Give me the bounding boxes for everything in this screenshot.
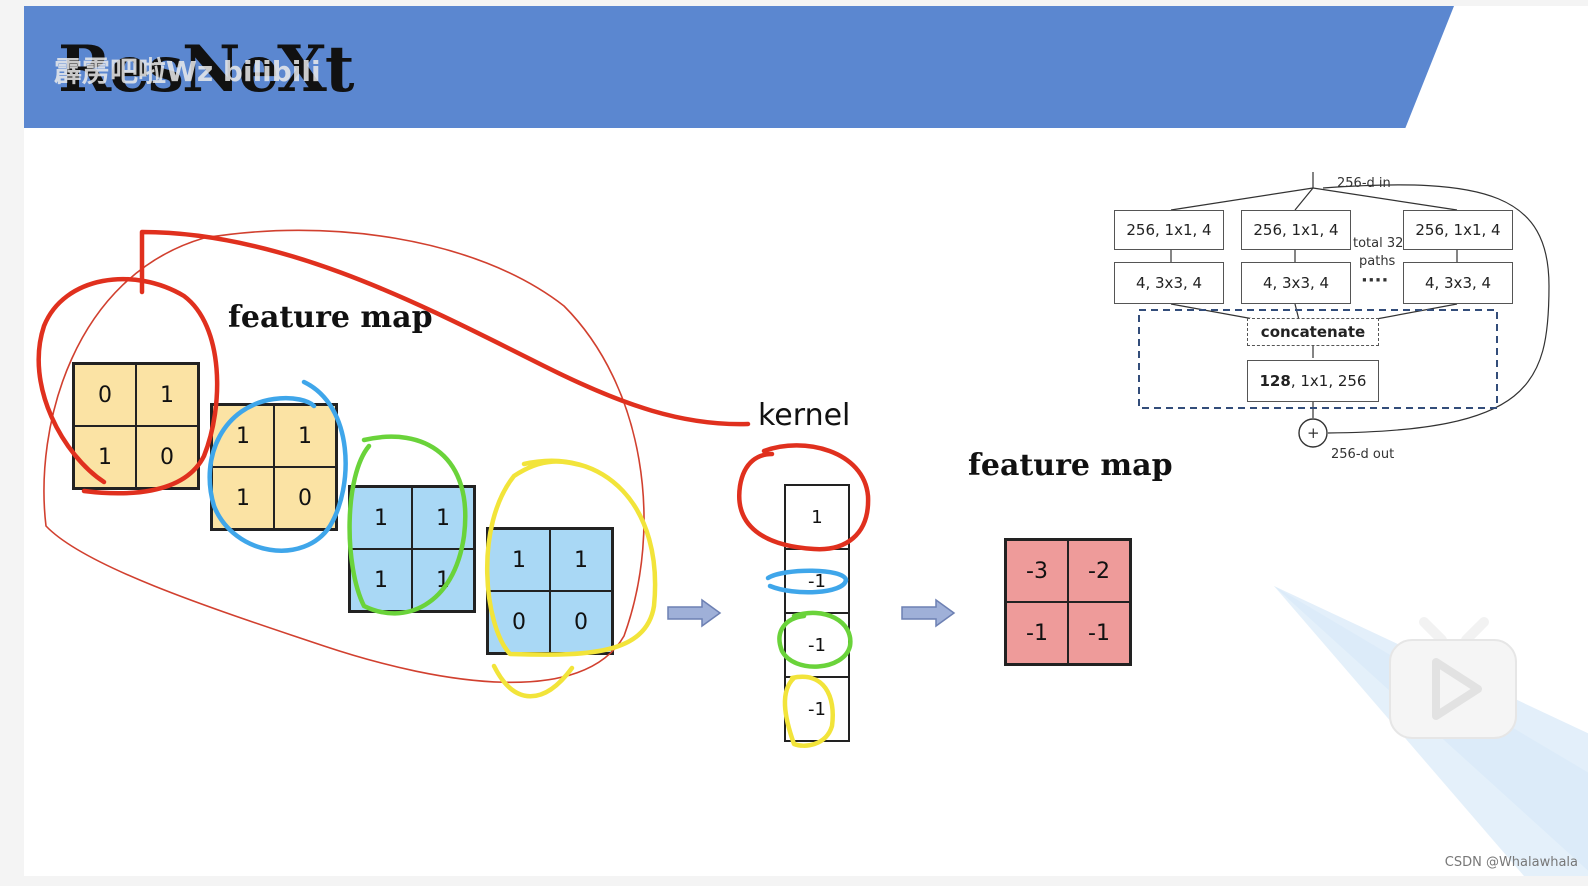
map-cell: 1 [412, 549, 474, 611]
feature-map-label-left: feature map [228, 300, 433, 335]
input-map-2: 1 1 1 0 [210, 403, 338, 531]
kernel-label: kernel [758, 398, 851, 433]
right-arrow-icon [901, 598, 956, 628]
title-banner [24, 6, 1454, 128]
concatenate-box: concatenate [1247, 318, 1379, 346]
final-conv-box: 128, 1x1, 256 [1247, 360, 1379, 402]
map-cell: -3 [1006, 540, 1068, 602]
feature-map-label-right: feature map [968, 448, 1173, 483]
map-cell: 1 [274, 405, 336, 467]
map-cell: 0 [136, 426, 198, 488]
map-cell: 1 [350, 487, 412, 549]
total-paths-label-1: total 32 [1353, 236, 1404, 251]
map-cell: 0 [550, 591, 612, 653]
path-2-conv-1x1: 256, 1x1, 4 [1241, 210, 1351, 250]
kernel-cell: 1 [786, 486, 848, 550]
path-32-conv-3x3: 4, 3x3, 4 [1403, 262, 1513, 304]
map-cell: 1 [212, 467, 274, 529]
csdn-credit: CSDN @Whalawhala [1444, 855, 1578, 870]
map-cell: 1 [136, 364, 198, 426]
yellow-tail-scribble [491, 663, 575, 699]
bilibili-logo-icon [1389, 617, 1517, 739]
slide: ResNeXt 霹雳吧啦Wz bilibili feature map kern… [24, 6, 1588, 876]
slide-title: ResNeXt [58, 32, 354, 107]
block-input-label: 256-d in [1337, 176, 1391, 191]
right-arrow-icon [667, 598, 722, 628]
map-cell: 1 [212, 405, 274, 467]
map-cell: 0 [488, 591, 550, 653]
input-map-4: 1 1 0 0 [486, 527, 614, 655]
map-cell: 1 [350, 549, 412, 611]
block-output-label: 256-d out [1331, 447, 1395, 462]
map-cell: -2 [1068, 540, 1130, 602]
kernel-cell: -1 [786, 614, 848, 678]
output-map: -3 -2 -1 -1 [1004, 538, 1132, 666]
total-paths-label-2: paths [1359, 254, 1396, 269]
map-cell: 1 [550, 529, 612, 591]
input-map-3: 1 1 1 1 [348, 485, 476, 613]
map-cell: 0 [74, 364, 136, 426]
map-cell: 0 [274, 467, 336, 529]
kernel-cell: -1 [786, 550, 848, 614]
video-watermark: 霹雳吧啦Wz bilibili [54, 55, 321, 88]
map-cell: -1 [1068, 602, 1130, 664]
kernel-column: 1 -1 -1 -1 [784, 484, 850, 742]
kernel-cell: -1 [786, 678, 848, 740]
map-cell: 1 [412, 487, 474, 549]
input-map-1: 0 1 1 0 [72, 362, 200, 490]
resnext-block-diagram: 256-d in 256, 1x1, 4 256, 1x1, 4 256, 1x… [1109, 166, 1569, 466]
path-2-conv-3x3: 4, 3x3, 4 [1241, 262, 1351, 304]
map-cell: 1 [74, 426, 136, 488]
final-conv-channels: 128 [1259, 372, 1291, 390]
path-1-conv-3x3: 4, 3x3, 4 [1114, 262, 1224, 304]
paths-ellipsis: ···· [1361, 270, 1389, 291]
plus-icon: + [1307, 424, 1320, 442]
block-connectors [1138, 172, 1550, 448]
final-conv-rest: , 1x1, 256 [1290, 372, 1367, 390]
map-cell: -1 [1006, 602, 1068, 664]
map-cell: 1 [488, 529, 550, 591]
path-32-conv-1x1: 256, 1x1, 4 [1403, 210, 1513, 250]
path-1-conv-1x1: 256, 1x1, 4 [1114, 210, 1224, 250]
